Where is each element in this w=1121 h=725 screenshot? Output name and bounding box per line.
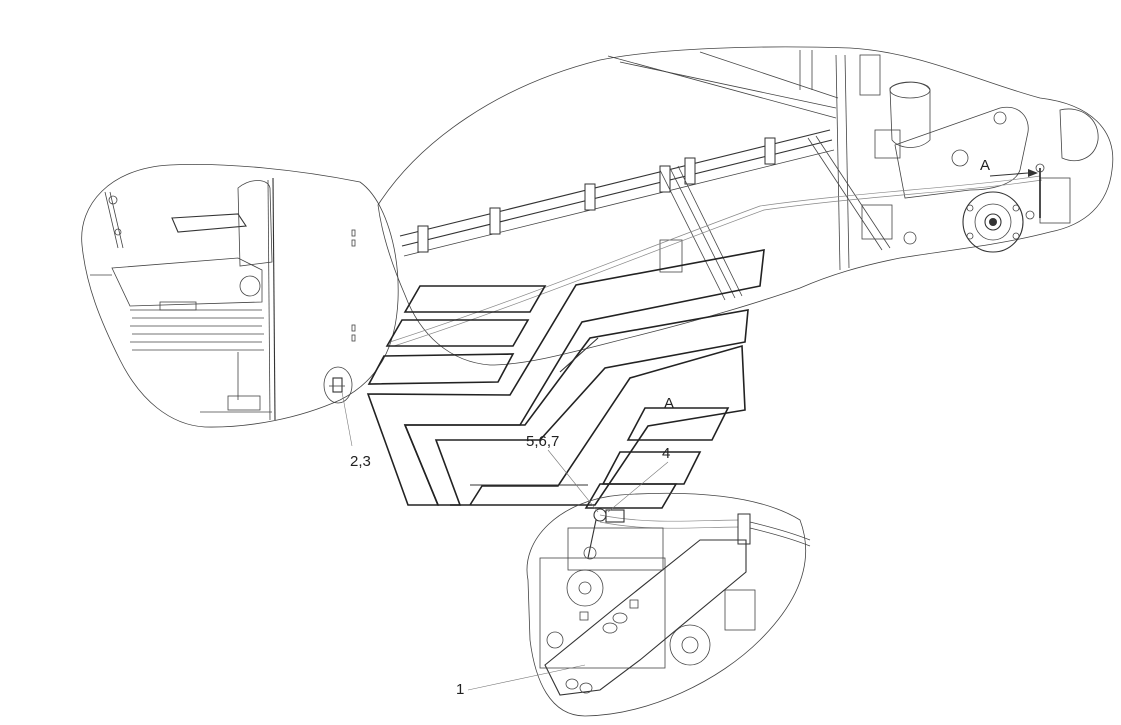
cab-interior-view: [81, 163, 399, 428]
chassis-view: [377, 46, 1114, 366]
leader-lines: [341, 391, 669, 691]
decal-set: [366, 249, 765, 509]
callout-4: 4: [662, 445, 670, 462]
callout-view-a-top: A: [980, 157, 990, 174]
callout-1: 1: [456, 681, 464, 698]
callout-view-a-detail: A: [664, 395, 674, 412]
callout-5-6-7: 5,6,7: [526, 433, 559, 450]
callout-2-3: 2,3: [350, 453, 371, 470]
seat-bellows: [130, 301, 264, 351]
detail-view-bracket: [526, 492, 811, 717]
